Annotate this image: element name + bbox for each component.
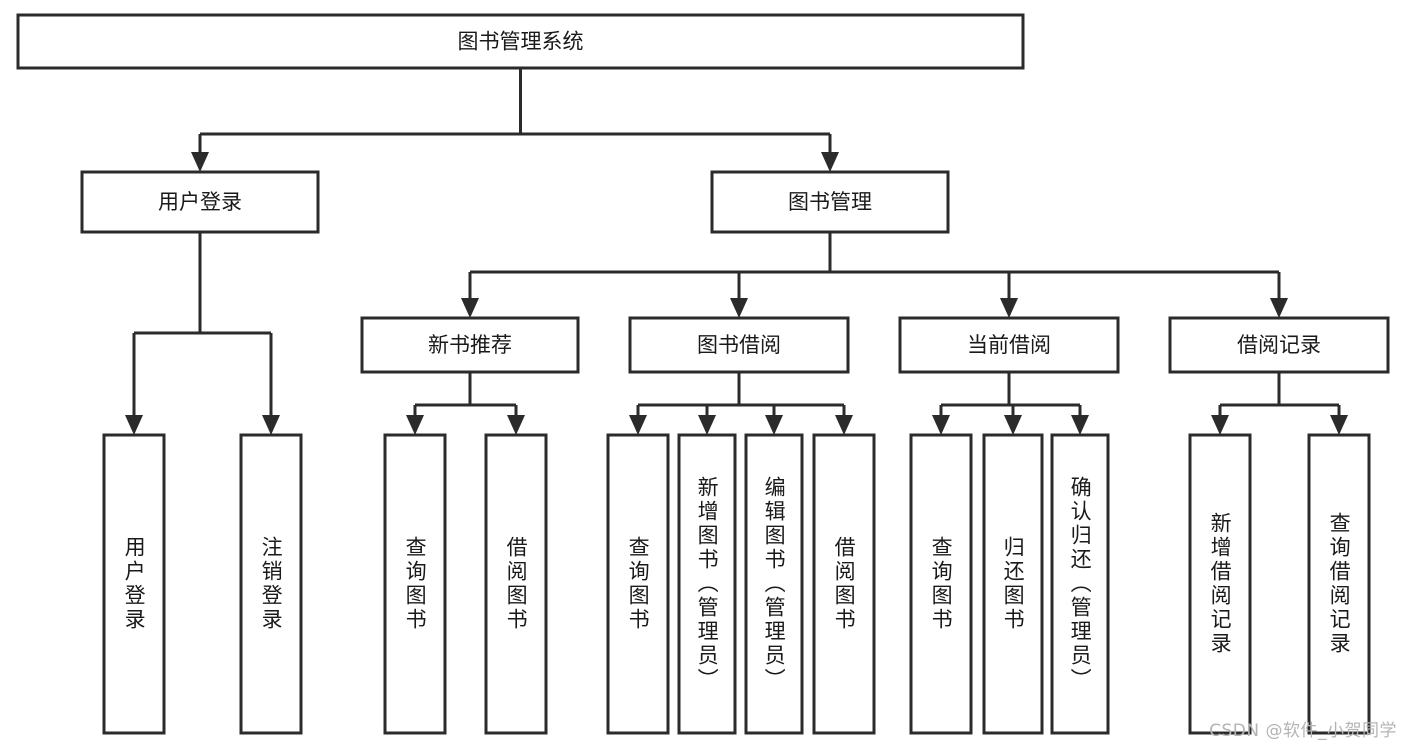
node-box: [383, 433, 447, 735]
arrow-head-icon: [932, 415, 950, 435]
arrow-head-icon: [262, 415, 280, 435]
arrow-head-icon: [698, 415, 716, 435]
node-leaf-query-book-3[interactable]: [909, 433, 973, 735]
arrow-head-icon: [730, 298, 748, 318]
connector-layer: [125, 68, 1348, 435]
node-leaf-add-book[interactable]: [677, 433, 737, 735]
node-box: [628, 316, 850, 374]
node-box: [982, 433, 1044, 735]
node-leaf-confirm-return[interactable]: [1050, 433, 1110, 735]
node-label: 图书借阅: [697, 333, 781, 357]
node-leaf-query-record[interactable]: [1307, 433, 1371, 735]
arrow-head-icon: [1330, 415, 1348, 435]
node-book-manage[interactable]: 图书管理: [710, 170, 950, 234]
node-box: [909, 433, 973, 735]
node-user-login[interactable]: 用户登录: [80, 170, 320, 234]
node-label: 新书推荐: [428, 333, 512, 357]
arrow-head-icon: [406, 415, 424, 435]
node-box: [1188, 433, 1252, 735]
node-box: [1168, 316, 1390, 374]
arrow-head-icon: [1071, 415, 1089, 435]
node-box: [102, 433, 166, 735]
node-box: [1050, 433, 1110, 735]
watermark: CSDN @软件_小贺同学: [1209, 721, 1397, 741]
arrow-head-icon: [461, 298, 479, 318]
node-box: [812, 433, 876, 735]
node-box: [1307, 433, 1371, 735]
node-box: [239, 433, 303, 735]
arrow-head-icon: [125, 415, 143, 435]
node-box: [606, 433, 670, 735]
node-label: 用户登录: [158, 190, 242, 214]
node-leaf-query-book-2[interactable]: [606, 433, 670, 735]
node-box: [80, 170, 320, 234]
arrow-head-icon: [821, 152, 839, 172]
node-leaf-borrow-book-1[interactable]: [484, 433, 548, 735]
node-book-borrow[interactable]: 图书借阅: [628, 316, 850, 374]
node-box: [898, 316, 1120, 374]
node-leaf-edit-book[interactable]: [744, 433, 804, 735]
arrow-head-icon: [1000, 298, 1018, 318]
node-current-borrow[interactable]: 当前借阅: [898, 316, 1120, 374]
arrow-head-icon: [765, 415, 783, 435]
arrow-head-icon: [1004, 415, 1022, 435]
node-box: [360, 316, 580, 374]
node-label: 图书管理系统: [458, 30, 584, 54]
node-new-book-recommend[interactable]: 新书推荐: [360, 316, 580, 374]
node-label: 图书管理: [788, 190, 872, 214]
arrow-head-icon: [507, 415, 525, 435]
node-leaf-query-book-1[interactable]: [383, 433, 447, 735]
node-leaf-borrow-book-2[interactable]: [812, 433, 876, 735]
node-label: 借阅记录: [1237, 333, 1321, 357]
node-root[interactable]: 图书管理系统: [16, 13, 1025, 70]
node-box: [16, 13, 1025, 70]
node-leaf-return-book[interactable]: [982, 433, 1044, 735]
arrow-head-icon: [1270, 298, 1288, 318]
node-leaf-logout[interactable]: [239, 433, 303, 735]
node-leaf-add-record[interactable]: [1188, 433, 1252, 735]
node-box: [484, 433, 548, 735]
arrow-head-icon: [629, 415, 647, 435]
arrow-head-icon: [1211, 415, 1229, 435]
node-borrow-record[interactable]: 借阅记录: [1168, 316, 1390, 374]
node-leaf-user-login[interactable]: [102, 433, 166, 735]
arrow-head-icon: [191, 152, 209, 172]
node-box: [744, 433, 804, 735]
arrow-head-icon: [835, 415, 853, 435]
node-box: [710, 170, 950, 234]
node-label: 当前借阅: [967, 333, 1051, 357]
node-box: [677, 433, 737, 735]
